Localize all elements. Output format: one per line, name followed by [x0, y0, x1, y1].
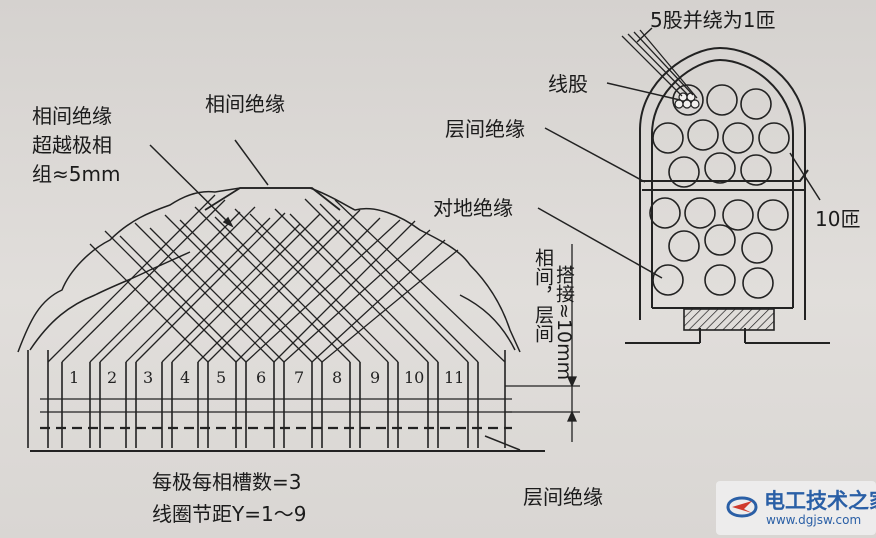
- phase-insulation-label: 相间绝缘: [205, 92, 285, 116]
- slot-number: 6: [256, 368, 267, 387]
- coil-pitch-label: 线圈节距Y=1～9: [152, 502, 307, 526]
- slot-number: 4: [180, 368, 191, 387]
- watermark-title: 电工技术之家: [764, 489, 876, 513]
- phase-insulation-exceed-label-1: 相间绝缘: [32, 104, 112, 128]
- ground-insulation-label: 对地绝缘: [433, 196, 513, 220]
- layer-insulation-label: 层间绝缘: [445, 117, 525, 141]
- phase-insulation-peak: [204, 187, 341, 211]
- five-strands-label: 5股并绕为1匝: [650, 8, 776, 32]
- phase-insulation-exceed-label-2: 超越极相: [32, 133, 112, 157]
- leader-lines-right: [537, 27, 821, 279]
- conductors: [649, 84, 790, 299]
- stator-slots: [27, 350, 506, 448]
- slot-wedge: [683, 308, 775, 331]
- slot-number: 7: [294, 368, 305, 387]
- layer-insulation-bottom-label: 层间绝缘: [523, 485, 603, 509]
- overlap-label-2: 搭接≈10mm: [553, 265, 575, 381]
- overlap-label-1: 相间，层间: [532, 248, 554, 343]
- slots-per-pole-label: 每极每相槽数=3: [152, 470, 302, 494]
- slot-number: 3: [143, 368, 154, 387]
- brand-logo-icon: [726, 496, 758, 518]
- ten-turns-label: 10匝: [815, 207, 861, 231]
- slot-number: 2: [107, 368, 118, 387]
- slot-number: 10: [404, 368, 425, 387]
- leader-lines-left: [149, 139, 521, 451]
- slot-cross-section: [625, 46, 830, 344]
- slot-number: 5: [216, 368, 227, 387]
- watermark: 电工技术之家 www.dgjsw.com: [716, 481, 876, 535]
- coil-lattice: [47, 194, 506, 363]
- overlap-dimension: [505, 244, 580, 442]
- strand-leads: [621, 29, 698, 99]
- slot-number: 8: [332, 368, 343, 387]
- phase-insulation-exceed-label-3: 组≈5mm: [32, 162, 121, 186]
- strand-label: 线股: [548, 72, 588, 96]
- slot-number: 11: [444, 368, 465, 387]
- slot-number: 1: [69, 368, 80, 387]
- watermark-url: www.dgjsw.com: [766, 513, 862, 527]
- slot-number: 9: [370, 368, 381, 387]
